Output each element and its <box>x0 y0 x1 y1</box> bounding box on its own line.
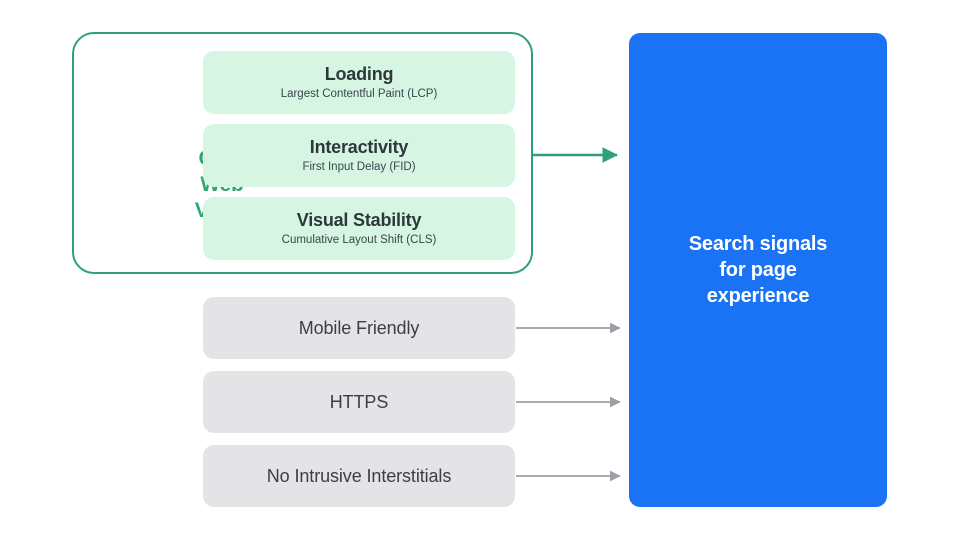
signal-label-no-intrusive-interstitials: No Intrusive Interstitials <box>266 465 452 486</box>
metric-title-interactivity: Interactivity <box>309 137 409 157</box>
metric-card-interactivity[interactable]: Interactivity First Input Delay (FID) <box>203 124 515 187</box>
signal-card-mobile-friendly[interactable]: Mobile Friendly <box>203 297 515 359</box>
signal-label-mobile-friendly: Mobile Friendly <box>298 317 420 338</box>
metric-subtitle-visual-stability: Cumulative Layout Shift (CLS) <box>281 234 437 246</box>
metric-title-loading: Loading <box>324 64 394 84</box>
metric-subtitle-loading: Largest Contentful Paint (LCP) <box>280 88 438 100</box>
metric-card-loading[interactable]: Loading Largest Contentful Paint (LCP) <box>203 51 515 114</box>
metric-subtitle-interactivity: First Input Delay (FID) <box>302 161 416 173</box>
metric-title-visual-stability: Visual Stability <box>296 210 422 230</box>
search-signals-destination-box[interactable]: Search signals for page experience <box>629 33 887 507</box>
metric-card-visual-stability[interactable]: Visual Stability Cumulative Layout Shift… <box>203 197 515 260</box>
signal-card-https[interactable]: HTTPS <box>203 371 515 433</box>
signal-card-no-intrusive-interstitials[interactable]: No Intrusive Interstitials <box>203 445 515 507</box>
signal-label-https: HTTPS <box>329 391 389 412</box>
search-signals-destination-label: Search signals for page experience <box>688 233 828 307</box>
